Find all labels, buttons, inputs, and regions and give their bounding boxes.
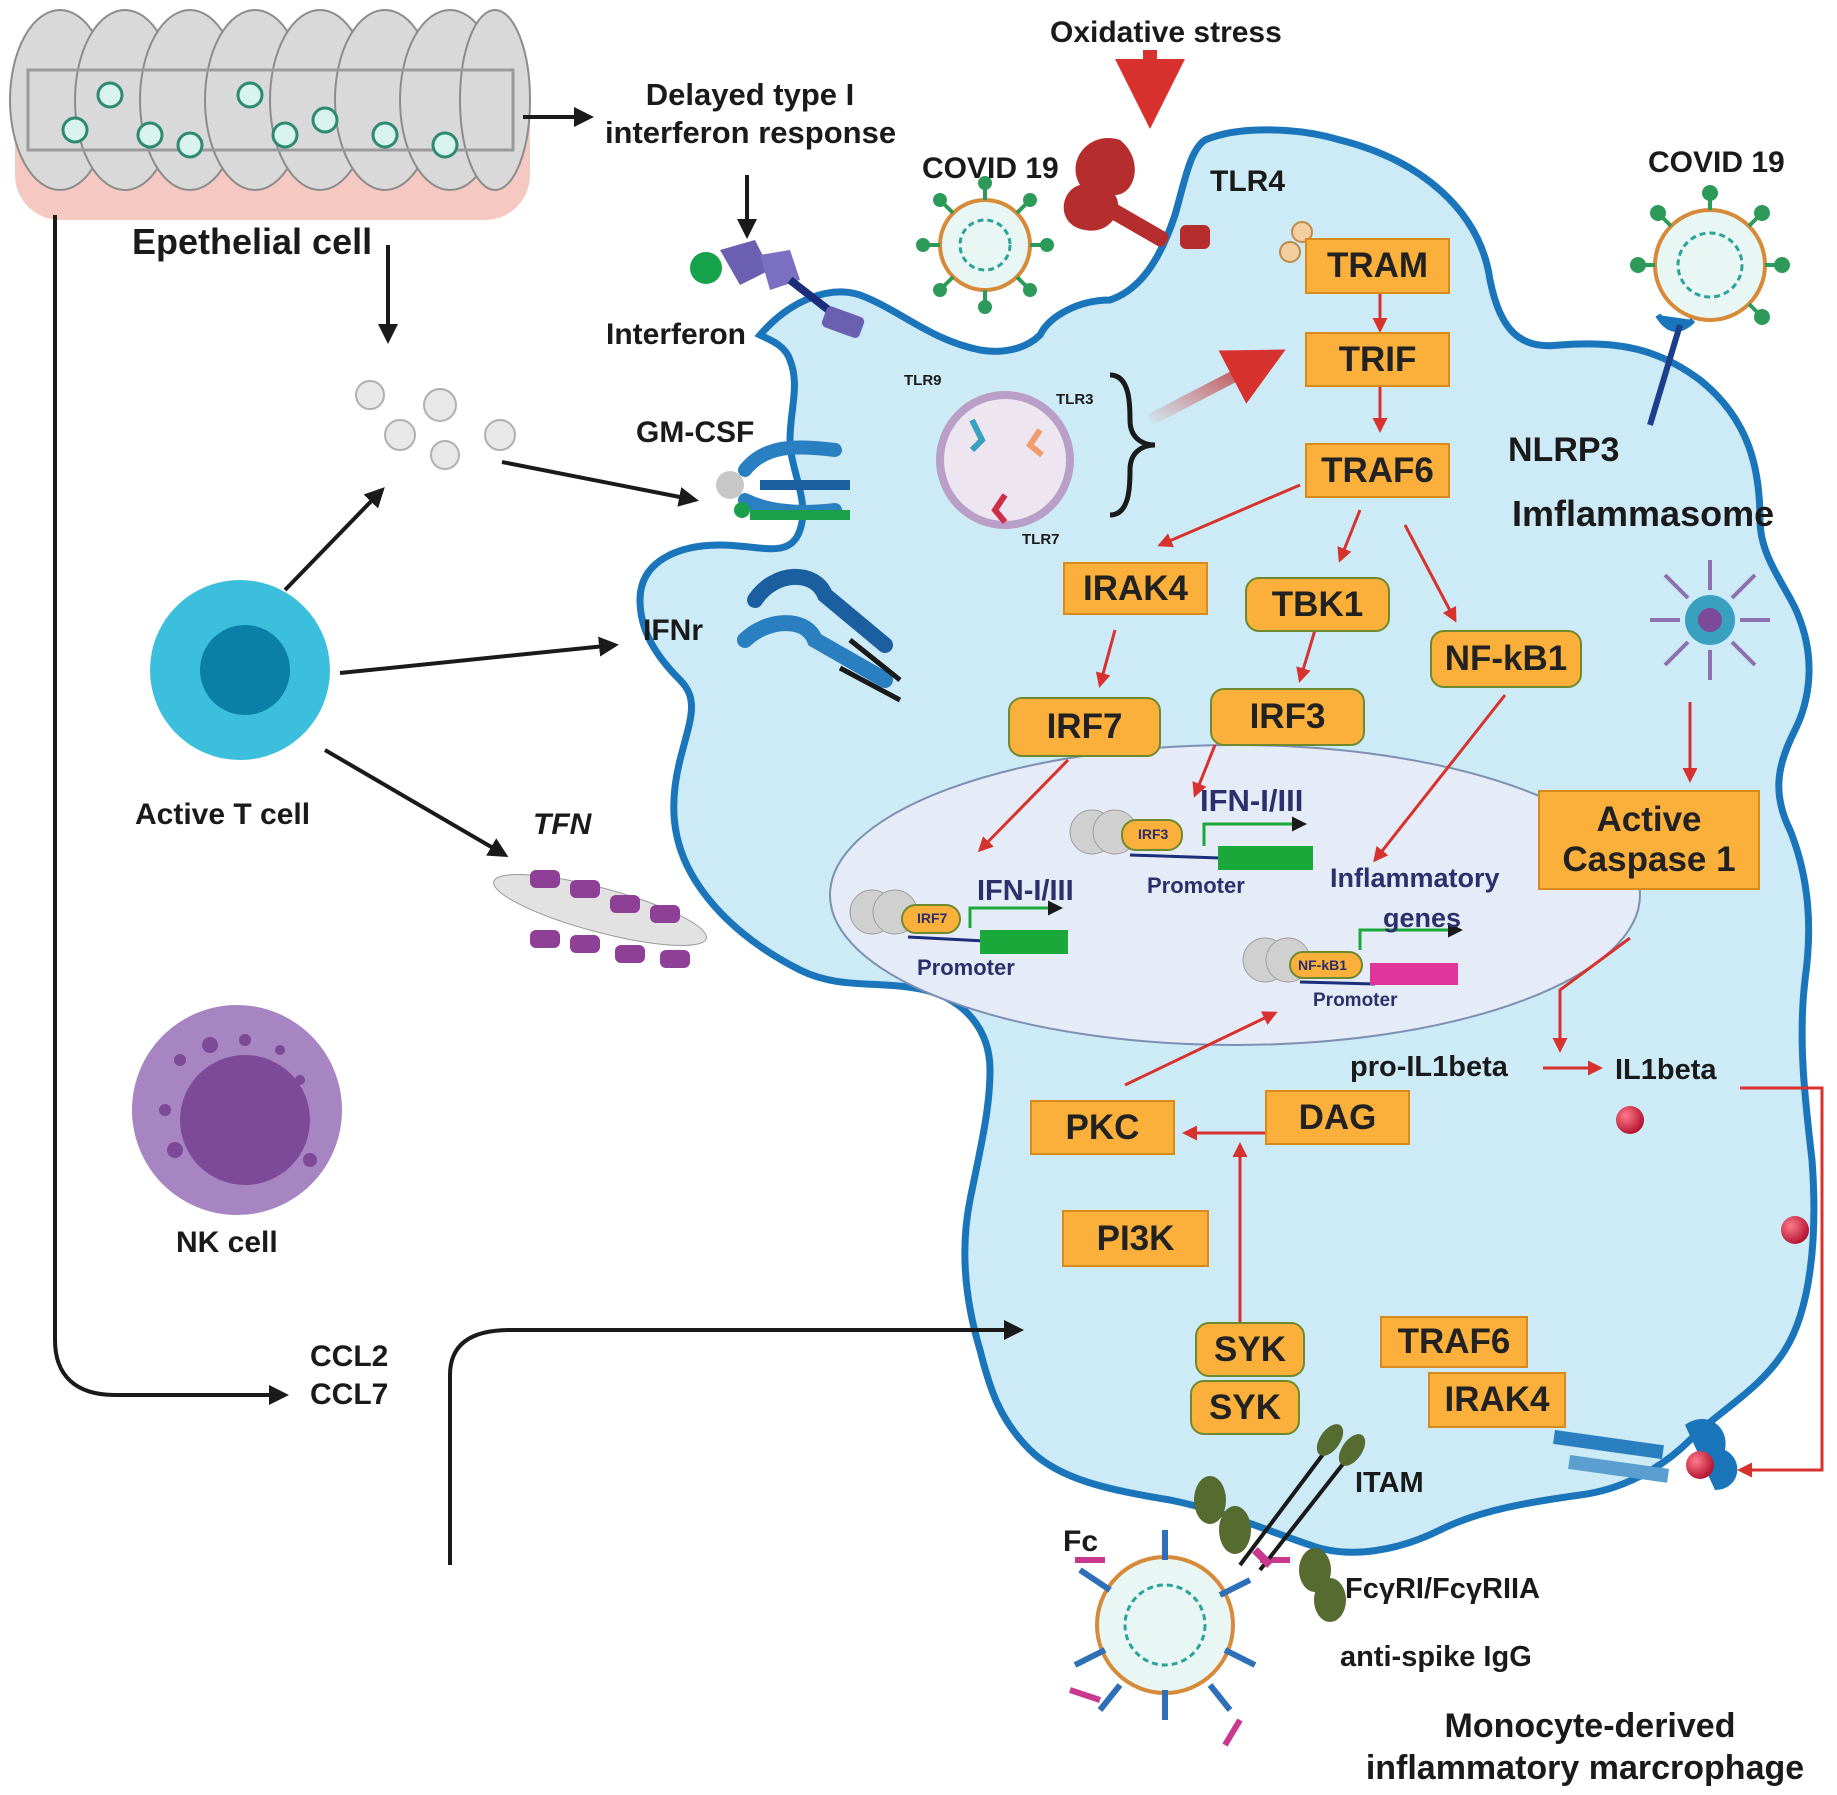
caspase-label-2: Caspase 1 <box>1562 840 1736 879</box>
syk-box-1: SYK <box>1195 1322 1305 1377</box>
promoter-left-label: Promoter <box>917 955 1015 980</box>
tram-adaptor-beads <box>1279 221 1313 263</box>
epithelial-cell-label: Epethelial cell <box>132 221 373 262</box>
pi3k-box: PI3K <box>1062 1210 1209 1267</box>
delayed-ifn-label-1: Delayed type I <box>645 77 855 112</box>
gm-csf-label: GM-CSF <box>636 416 755 449</box>
cytokine-particles <box>355 380 516 470</box>
epithelial-cells <box>9 9 531 220</box>
ifnr-receptor <box>737 568 902 703</box>
covid-virus-right <box>1630 185 1790 426</box>
dag-box: DAG <box>1265 1090 1410 1145</box>
nuclear-genes <box>849 809 1463 986</box>
endosome-tlr <box>936 372 1156 529</box>
traf6-box: TRAF6 <box>1305 443 1450 498</box>
nfkb1-box: NF-kB1 <box>1430 630 1582 688</box>
traf6-box-bottom: TRAF6 <box>1380 1316 1528 1368</box>
anti-spike-igg-label: anti-spike IgG <box>1340 1641 1532 1673</box>
itam-label: ITAM <box>1355 1467 1424 1499</box>
nlrp3-label: NLRP3 <box>1508 431 1620 469</box>
tlr4-receptor <box>1063 138 1210 249</box>
endosome-to-trif-arrow <box>1147 349 1286 426</box>
gmcsf-receptor <box>716 440 850 520</box>
il1beta-label: IL1beta <box>1615 1054 1717 1086</box>
tlr3-label: TLR3 <box>1056 391 1094 408</box>
il1beta-ball-2 <box>1781 1216 1809 1244</box>
pkc-box: PKC <box>1030 1100 1175 1155</box>
macrophage-title-1: Monocyte-derived <box>1444 1707 1736 1745</box>
tlr7-label: TLR7 <box>1022 531 1060 548</box>
nk-cell-label: NK cell <box>176 1226 278 1259</box>
il1beta-receptor <box>1553 1419 1738 1490</box>
interferon-label: Interferon <box>606 318 747 351</box>
active-caspase1-box: Active Caspase 1 <box>1538 790 1760 890</box>
fc-label: Fc <box>1063 1525 1099 1558</box>
tlr4-label: TLR4 <box>1210 165 1285 198</box>
pro-il1beta-label: pro-IL1beta <box>1350 1051 1508 1083</box>
ccl7-label: CCL7 <box>310 1378 389 1411</box>
irf3-box: IRF3 <box>1210 688 1365 746</box>
fcgr-label: FcγRI/FcγRIIA <box>1345 1573 1540 1605</box>
inflammatory-genes-label-1: Inflammatory <box>1330 863 1500 893</box>
irf7-small-label: IRF7 <box>917 910 948 926</box>
ifn-left-label: IFN-I/III <box>977 875 1074 907</box>
tlr9-label: TLR9 <box>904 372 942 389</box>
tbk1-box: TBK1 <box>1245 577 1390 632</box>
black-arrows <box>53 107 1024 1565</box>
covid-virus-bottom <box>1069 1530 1290 1747</box>
covid-left-label: COVID 19 <box>922 152 1059 185</box>
tram-box: TRAM <box>1305 238 1450 294</box>
macrophage-title-2: inflammatory marcrophage <box>1365 1749 1805 1787</box>
fc-receptor-itam <box>1194 1424 1366 1622</box>
red-arrows <box>977 290 1824 1478</box>
nk-cell <box>132 1005 342 1215</box>
active-t-cell-label: Active T cell <box>135 798 311 831</box>
inflammasome-label: Imflammasome <box>1512 493 1775 534</box>
irak4-box: IRAK4 <box>1063 562 1208 615</box>
syk-box-2: SYK <box>1190 1380 1300 1435</box>
promoter-top-label: Promoter <box>1147 873 1245 898</box>
promoter-right-label: Promoter <box>1313 990 1398 1011</box>
active-t-cell <box>150 580 330 760</box>
delayed-ifn-label-2: interferon response <box>604 115 897 150</box>
covid-virus-left <box>916 176 1054 314</box>
covid-right-label: COVID 19 <box>1648 146 1785 179</box>
irf3-small-label: IRF3 <box>1138 826 1169 842</box>
ifn-top-label: IFN-I/III <box>1200 783 1304 818</box>
oxidative-stress-label: Oxidative stress <box>1050 16 1282 49</box>
trif-box: TRIF <box>1305 332 1450 387</box>
irf7-box: IRF7 <box>1008 697 1161 757</box>
tfn-label: TFN <box>533 808 592 841</box>
interferon-receptor <box>690 240 865 338</box>
caspase-label-1: Active <box>1596 799 1702 839</box>
nfkb1-small-label: NF-kB1 <box>1298 957 1348 973</box>
ifnr-label: IFNr <box>643 614 703 647</box>
tfn-receptor <box>493 870 707 968</box>
inflammasome <box>1650 560 1770 680</box>
ccl2-label: CCL2 <box>310 1340 389 1373</box>
irak4-box-bottom: IRAK4 <box>1428 1372 1566 1428</box>
il1beta-ball-1 <box>1616 1106 1644 1134</box>
inflammatory-genes-label-2: genes <box>1383 903 1462 933</box>
